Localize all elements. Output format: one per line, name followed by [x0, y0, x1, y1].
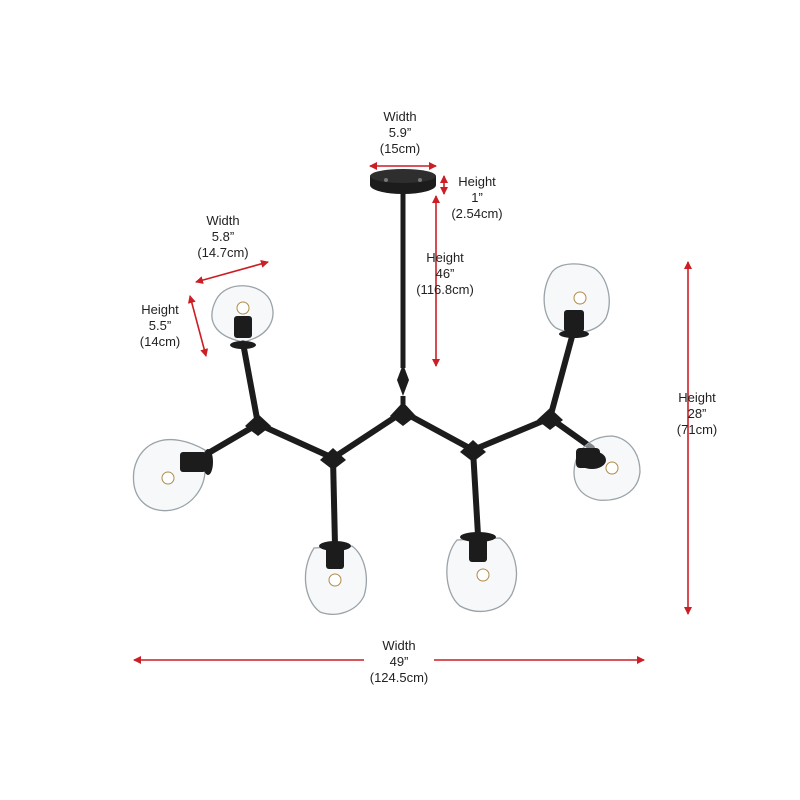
fixture-height-imperial: 28” — [687, 406, 707, 421]
shade-width-label: Width 5.8” (14.7cm) — [197, 213, 248, 261]
canopy-height-metric: (2.54cm) — [451, 206, 503, 221]
shade-width-imperial: 5.8” — [211, 229, 235, 244]
fixture-width-title: Width — [382, 638, 416, 653]
shade-height-title: Height — [141, 302, 179, 317]
globe-left — [132, 438, 213, 512]
rod-height-label: Height 46” (116.8cm) — [416, 250, 474, 298]
canopy-height-label: Height 1” (2.54cm) — [451, 174, 502, 222]
rod-height-imperial: 46” — [435, 266, 455, 281]
shade-height-imperial: 5.5” — [148, 318, 172, 333]
shade-height-label: Height 5.5” (14cm) — [140, 302, 180, 350]
globe-bottom-center-right — [446, 532, 518, 612]
shade-height-arrow — [187, 295, 209, 357]
globe-bottom-center-left — [304, 541, 367, 615]
canopy-width-imperial: 5.9” — [388, 125, 412, 140]
fixture-height-label: Height 28” (71cm) — [677, 390, 717, 438]
canopy-width-metric: (15cm) — [379, 141, 421, 156]
shade-width-metric: (14.7cm) — [197, 245, 249, 260]
shade-height-metric: (14cm) — [139, 334, 181, 349]
shade-width-title: Width — [206, 213, 240, 228]
rod-height-metric: (116.8cm) — [416, 282, 474, 297]
rod-coupler — [397, 364, 409, 396]
fixture-width-imperial: 49” — [389, 654, 409, 669]
ceiling-canopy — [370, 169, 436, 194]
globe-top-right — [543, 263, 610, 338]
canopy-height-imperial: 1” — [471, 190, 483, 205]
canopy-width-label: Width 5.9” (15cm) — [380, 109, 420, 157]
fixture-height-title: Height — [678, 390, 716, 405]
dimension-arrows — [133, 162, 692, 664]
canopy-width-title: Width — [383, 109, 417, 124]
fixture-width-label: Width 49” (124.5cm) — [370, 638, 429, 686]
rod-height-title: Height — [426, 250, 464, 265]
fixture-height-metric: (71cm) — [676, 422, 718, 437]
canopy-height-title: Height — [458, 174, 496, 189]
globe-right — [573, 435, 641, 501]
chandelier-fixture — [132, 169, 641, 615]
shade-width-arrow — [195, 260, 269, 284]
fixture-width-metric: (124.5cm) — [369, 670, 429, 685]
branch-hubs — [245, 402, 563, 470]
branch-arms — [202, 330, 595, 548]
globe-top-left — [211, 285, 274, 349]
